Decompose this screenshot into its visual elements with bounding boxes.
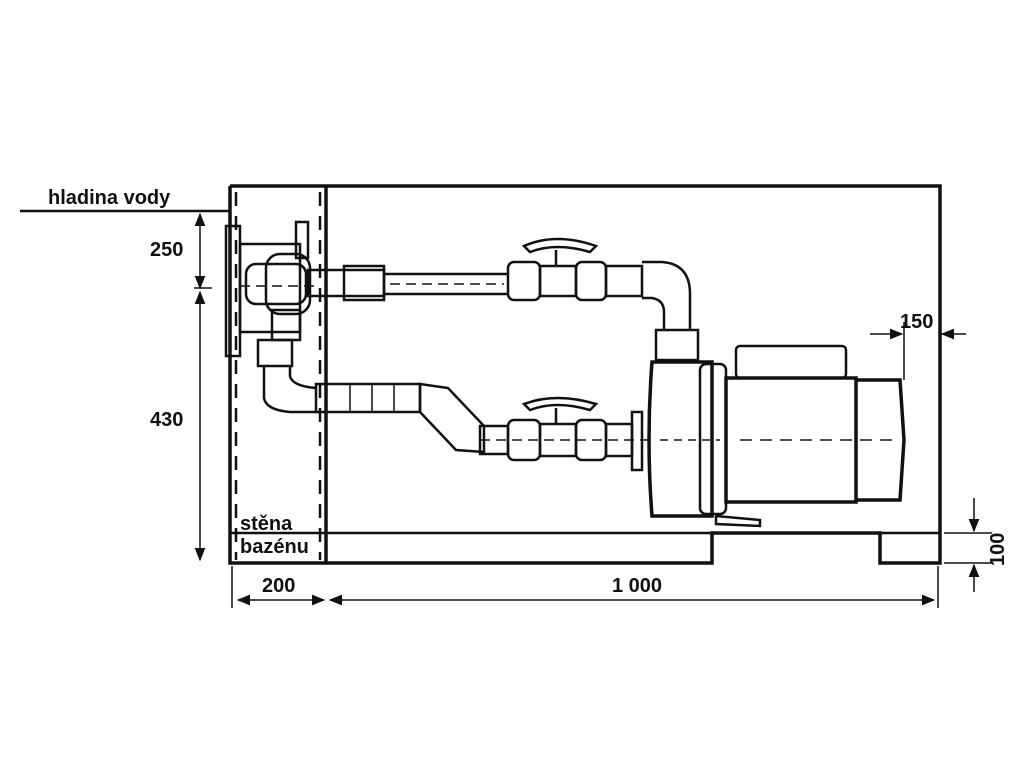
dim-length: 1 000: [612, 575, 662, 597]
pump: [647, 344, 906, 528]
dim-top-offset: 250: [150, 239, 183, 261]
pool-wall: [234, 192, 322, 560]
dim-side-gap: 150: [900, 311, 933, 333]
upper-pipe: [306, 237, 700, 362]
pool-wall-label-line2: bazénu: [240, 536, 309, 558]
enclosure-outline: [228, 184, 942, 565]
pool-wall-label-line1: stěna: [240, 513, 293, 535]
dimension-lines: [194, 212, 992, 608]
wall-fitting: [224, 220, 316, 358]
lower-pipe: [256, 338, 650, 472]
dim-wall-width: 200: [262, 575, 295, 597]
dim-base-height: 100: [987, 533, 1009, 566]
water-level-label: hladina vody: [48, 187, 171, 209]
dim-height: 430: [150, 409, 183, 431]
